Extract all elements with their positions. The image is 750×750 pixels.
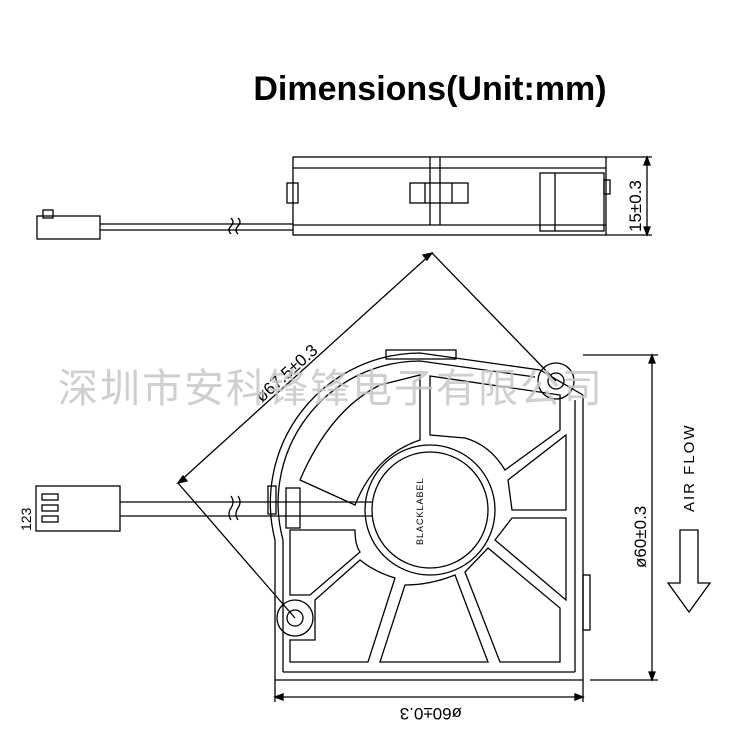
- side-view: [36, 155, 652, 240]
- front-view: [35, 251, 712, 702]
- page-title: Dimensions(Unit:mm): [253, 70, 607, 108]
- airflow-label: AIR FLOW: [681, 423, 698, 512]
- hub-label: BLACKLABEL: [415, 477, 425, 545]
- height-dimension-label: 15±0.3: [626, 180, 645, 232]
- vertical-dimension-label: ø60±0.3: [631, 506, 650, 568]
- watermark: 深圳市安科锋锋电子有限公司: [58, 366, 604, 412]
- connector-pin-numbers: 123: [18, 507, 34, 531]
- horizontal-dimension-label: ø60±0.3: [400, 704, 462, 723]
